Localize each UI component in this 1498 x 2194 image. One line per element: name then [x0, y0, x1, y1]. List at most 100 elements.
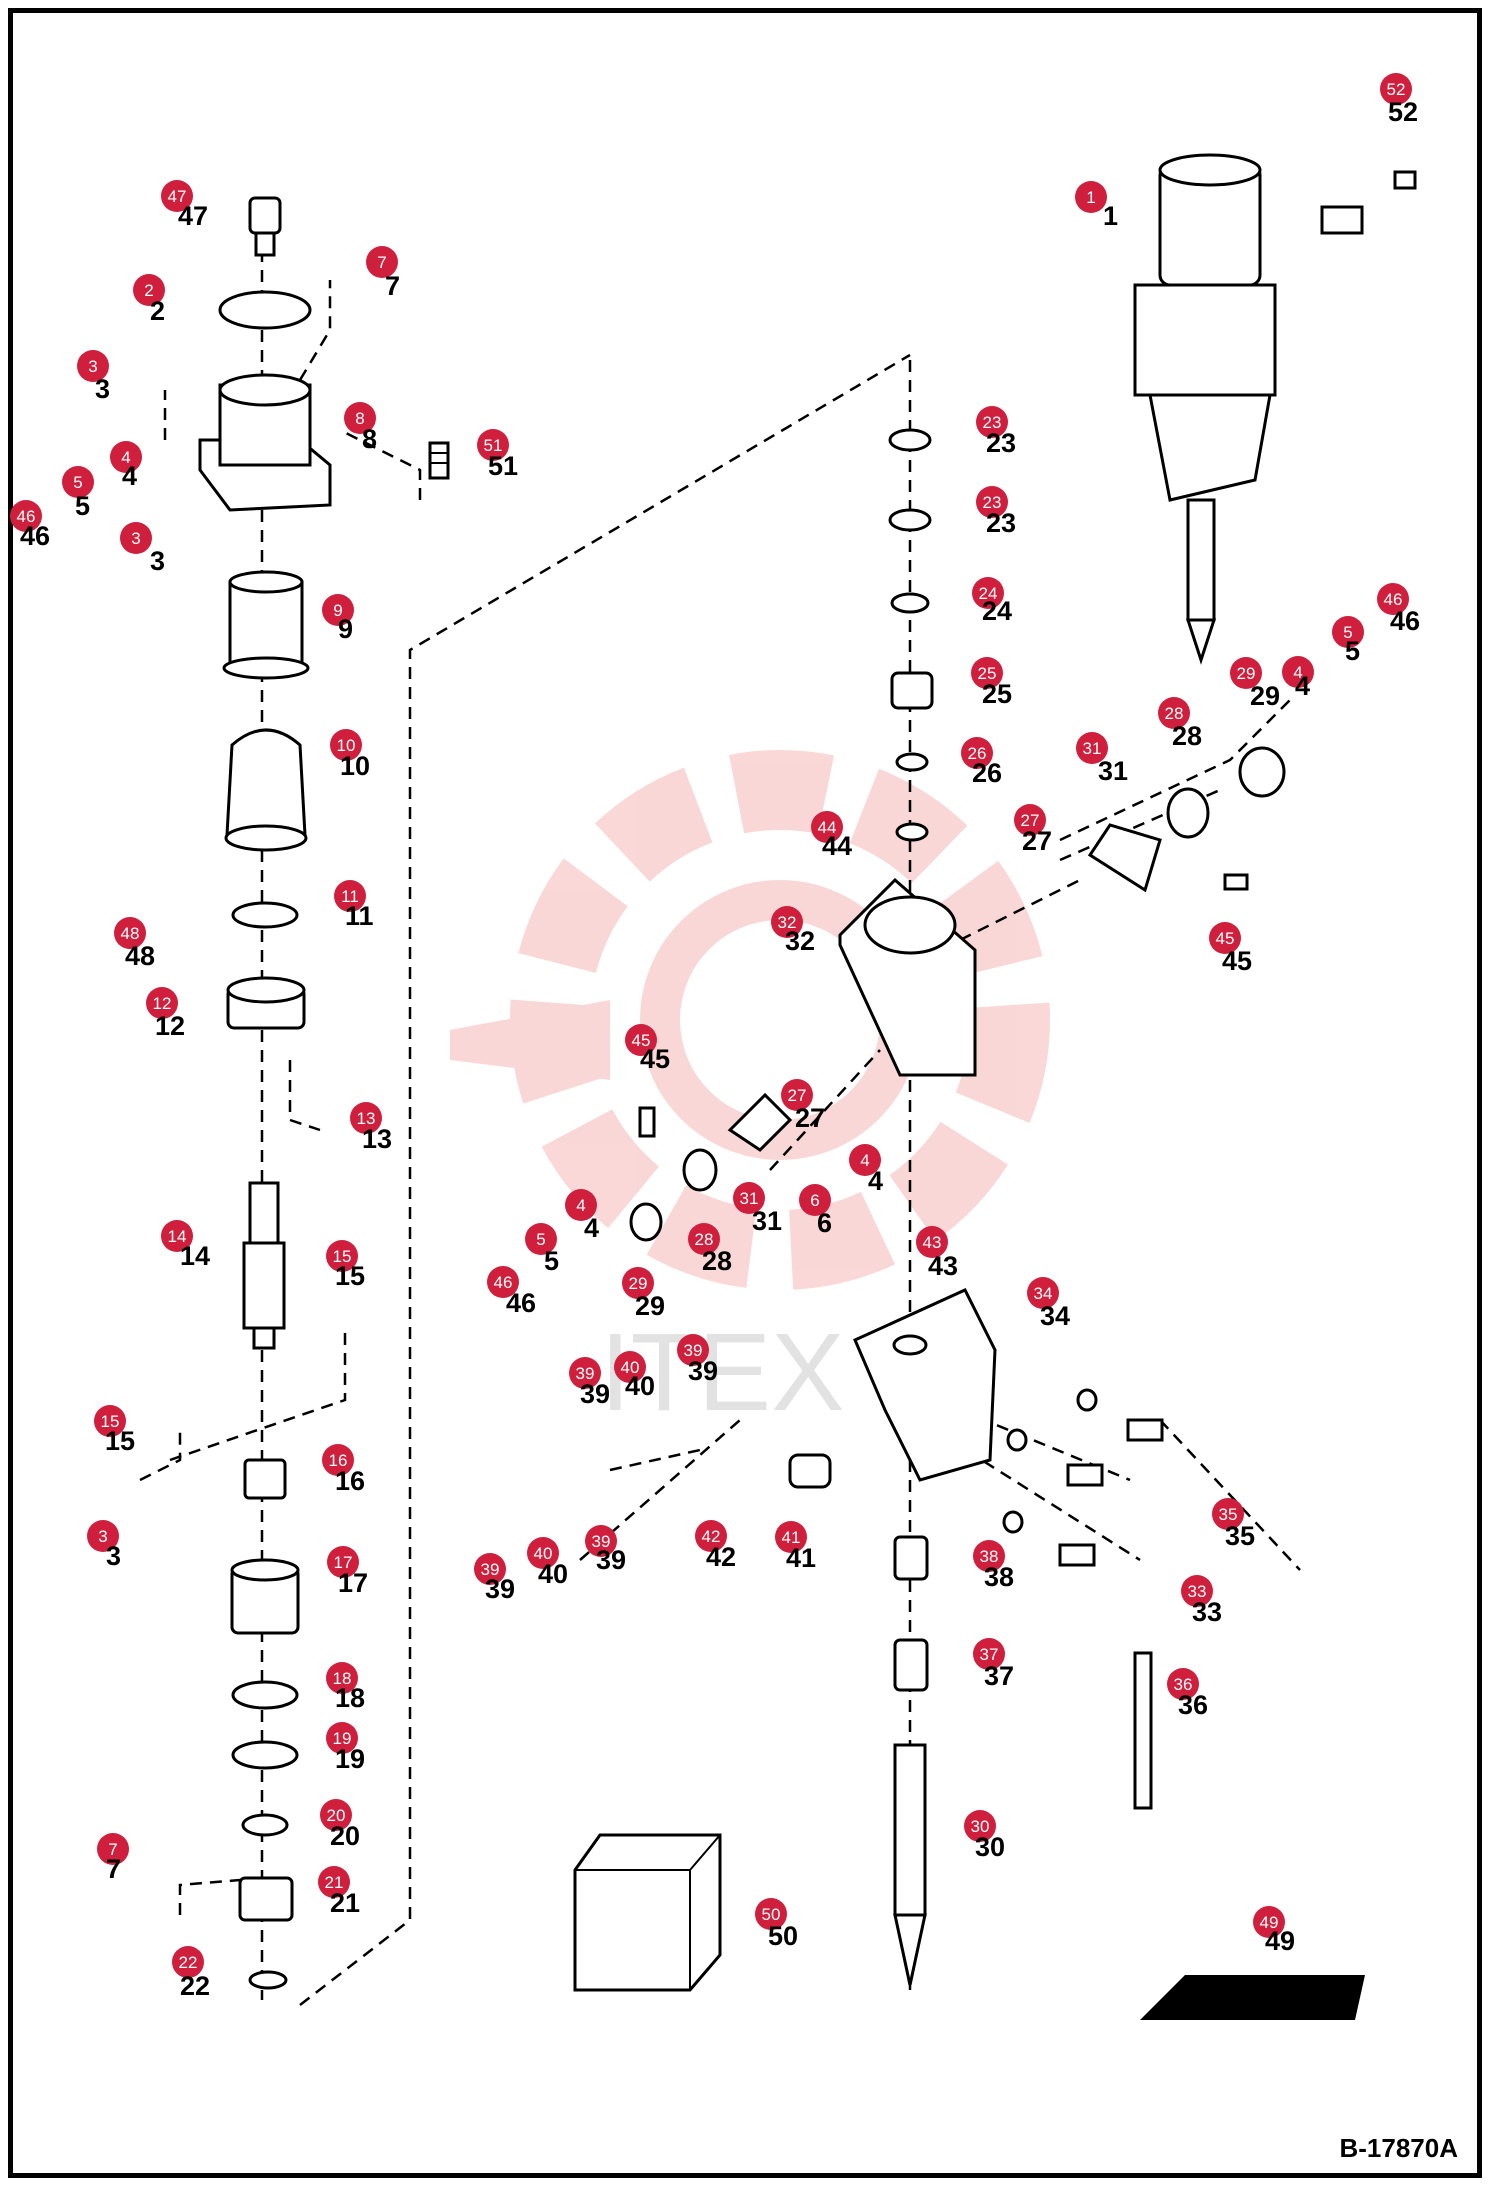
callout-6: 66: [799, 1184, 832, 1238]
callout-badge-number: 43: [923, 1233, 942, 1252]
callout-badge-number: 7: [377, 253, 386, 272]
callout-badge: [677, 1334, 709, 1366]
callout-badge-number: 46: [494, 1273, 513, 1292]
ring-part-26: [895, 752, 929, 772]
callout-badge: [569, 1357, 601, 1389]
callout-label: 26: [972, 758, 1002, 788]
callout-badge: [477, 429, 509, 461]
callout-label: 28: [1172, 721, 1202, 751]
callout-badge: [322, 1444, 354, 1476]
callout-badge: [94, 1405, 126, 1437]
callout-badge-number: 45: [632, 1031, 651, 1050]
callout-badge: [334, 880, 366, 912]
callout-label: 14: [180, 1241, 210, 1271]
callout-badge-number: 7: [108, 1840, 117, 1859]
callout-badge-number: 5: [1343, 623, 1352, 642]
callout-5: 55: [525, 1223, 559, 1276]
callout-badge-number: 27: [1021, 811, 1040, 830]
callout-badge: [326, 1722, 358, 1754]
callout-label: 33: [1192, 1597, 1222, 1627]
bracket-part-52: [1320, 170, 1417, 235]
callout-label: 41: [786, 1543, 816, 1573]
callout-label: 11: [345, 901, 374, 931]
callout-label: 47: [178, 201, 208, 231]
callout-label: 44: [822, 831, 852, 861]
callout-badge: [972, 577, 1004, 609]
callout-badge-number: 11: [341, 887, 359, 906]
decal-part-49: [1140, 1975, 1365, 2020]
callout-label: 42: [706, 1542, 736, 1572]
callout-badge: [1167, 1668, 1199, 1700]
callout-label: 5: [544, 1246, 559, 1276]
callout-badge: [771, 906, 803, 938]
callout-badge: [625, 1024, 657, 1056]
tie-rod-part-36: [1133, 1651, 1153, 1810]
callout-badge-number: 12: [153, 994, 172, 1013]
callout-label: 12: [155, 1011, 185, 1041]
ring-part-24: [890, 592, 930, 614]
callout-badge: [350, 1102, 382, 1134]
callout-badge: [1158, 697, 1190, 729]
callout-label: 29: [635, 1291, 665, 1321]
callout-badge-number: 15: [333, 1247, 352, 1266]
housing-part-8: [198, 373, 332, 512]
callout-badge: [172, 1946, 204, 1978]
callout-badge-number: 14: [168, 1227, 187, 1246]
callout-badge-number: 44: [818, 818, 837, 837]
callout-label: 49: [1265, 1926, 1295, 1956]
callout-label: 2: [150, 296, 165, 326]
ring-part-11: [231, 901, 299, 929]
watermark-gear-logo: [450, 750, 1050, 1290]
callout-label: 32: [785, 926, 815, 956]
callout-badge: [585, 1525, 617, 1557]
callout-label: 5: [1345, 636, 1360, 666]
callout-badge: [1380, 73, 1412, 105]
callout-label: 39: [485, 1574, 515, 1604]
callout-badge: [1181, 1575, 1213, 1607]
callout-badge: [326, 1240, 358, 1272]
callout-5: 55: [1332, 616, 1364, 666]
drawing-code: B-17870A: [1339, 2133, 1458, 2163]
callout-4: 44: [849, 1144, 883, 1196]
ring-part-18: [231, 1680, 299, 1710]
sleeve-part-9: [222, 570, 310, 680]
callout-label: 16: [335, 1466, 365, 1496]
plug-part-29-left: [629, 1202, 663, 1242]
callout-label: 29: [1250, 681, 1280, 711]
callout-badge-number: 19: [333, 1729, 352, 1748]
callout-badge: [976, 406, 1008, 438]
callout-label: 28: [702, 1246, 732, 1276]
callout-label: 3: [95, 374, 110, 404]
callout-badge: [733, 1182, 765, 1214]
callout-badge-number: 2: [144, 281, 153, 300]
callout-badge: [120, 522, 152, 554]
callout-badge-number: 41: [782, 1528, 801, 1547]
callout-label: 13: [362, 1124, 392, 1154]
callout-badge-number: 28: [695, 1230, 714, 1249]
cap-part-2: [218, 290, 312, 330]
